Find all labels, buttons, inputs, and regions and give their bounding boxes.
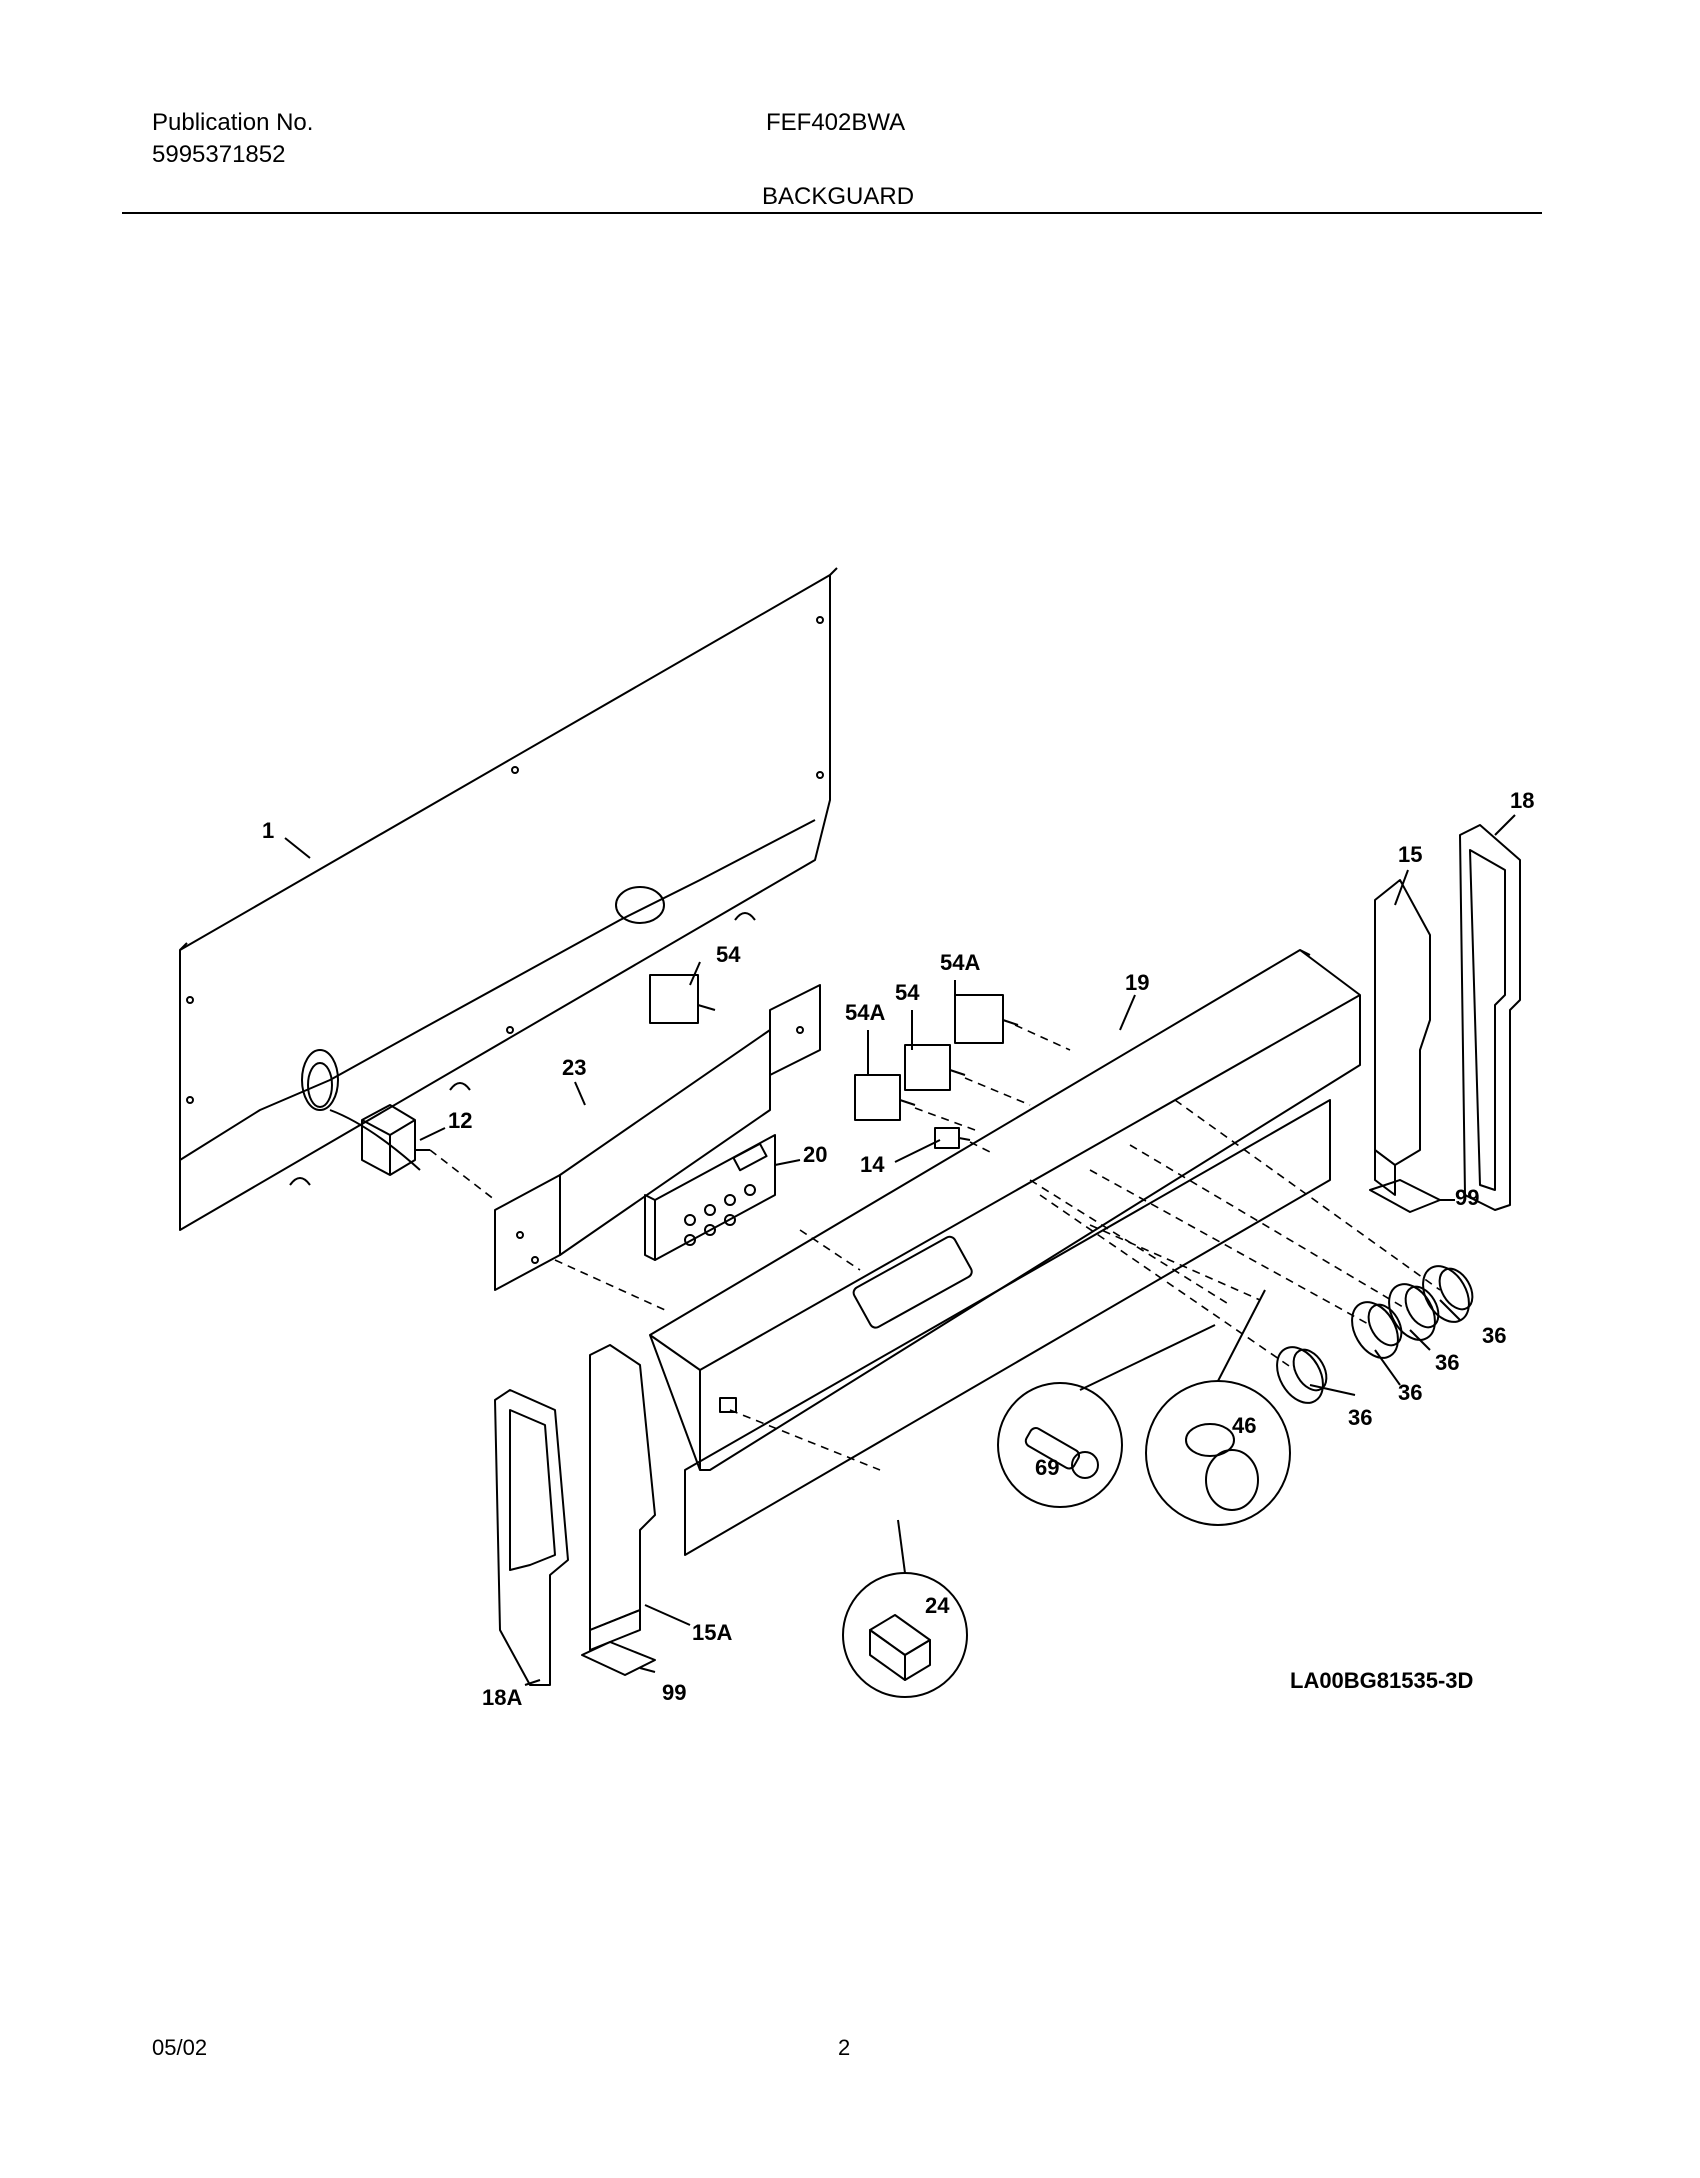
section-title: BACKGUARD (762, 183, 915, 210)
callout-54a-top: 54A (940, 950, 980, 975)
callout-15: 15 (1398, 842, 1422, 867)
infinite-switch-part (649, 974, 1019, 1121)
control-panel-part (649, 949, 1361, 1556)
leader-lines (284, 814, 1516, 1686)
callout-20: 20 (803, 1142, 827, 1167)
callout-labels: 1 54 54A 54 54A 19 15 18 23 12 20 14 99 … (262, 788, 1534, 1710)
control-knobs-part (1276, 1265, 1474, 1404)
callout-36-b: 36 (1435, 1350, 1459, 1375)
left-end-cap-part (494, 1389, 569, 1686)
callout-23: 23 (562, 1055, 586, 1080)
callout-24: 24 (925, 1593, 950, 1618)
model-number: FEF402BWA (766, 109, 906, 136)
control-bracket-part (494, 984, 821, 1291)
callout-1: 1 (262, 818, 274, 843)
left-mounting-plate-part (581, 1641, 656, 1676)
rear-panel-part (179, 567, 838, 1231)
callout-54-mid: 54 (895, 980, 920, 1005)
callout-14: 14 (860, 1152, 885, 1177)
publication-label: Publication No. (152, 109, 314, 136)
left-side-bracket-part (589, 1344, 656, 1651)
callout-54a-left: 54A (845, 1000, 885, 1025)
callout-36-d: 36 (1348, 1405, 1372, 1430)
callout-36-a: 36 (1482, 1323, 1506, 1348)
diagram-reference: LA00BG81535-3D (1290, 1668, 1473, 1693)
footer-page-number: 2 (838, 2035, 851, 2060)
callout-12: 12 (448, 1108, 472, 1133)
clock-control-part (644, 1134, 776, 1261)
callout-69: 69 (1035, 1455, 1059, 1480)
thermostat-part (301, 1049, 430, 1176)
callout-19: 19 (1125, 970, 1149, 995)
rocker-switch-detail-part (842, 1572, 968, 1698)
publication-number: 5995371852 (152, 141, 286, 168)
plug-button-detail-part (1145, 1380, 1291, 1526)
assembly-lines (429, 1024, 1441, 1471)
callout-15a: 15A (692, 1620, 732, 1645)
callout-46: 46 (1232, 1413, 1256, 1438)
footer-date: 05/02 (152, 2035, 208, 2060)
callout-18: 18 (1510, 788, 1534, 813)
screw-detail-part (997, 1382, 1123, 1508)
callout-36-c: 36 (1398, 1380, 1422, 1405)
header-rule (122, 212, 1542, 214)
callout-18a: 18A (482, 1685, 522, 1710)
small-switch-part (934, 1127, 971, 1149)
right-side-bracket-part (1374, 879, 1431, 1196)
callout-99-right: 99 (1455, 1185, 1479, 1210)
callout-99-left: 99 (662, 1680, 686, 1705)
right-end-cap-part (1459, 824, 1521, 1211)
callout-54-left: 54 (716, 942, 741, 967)
